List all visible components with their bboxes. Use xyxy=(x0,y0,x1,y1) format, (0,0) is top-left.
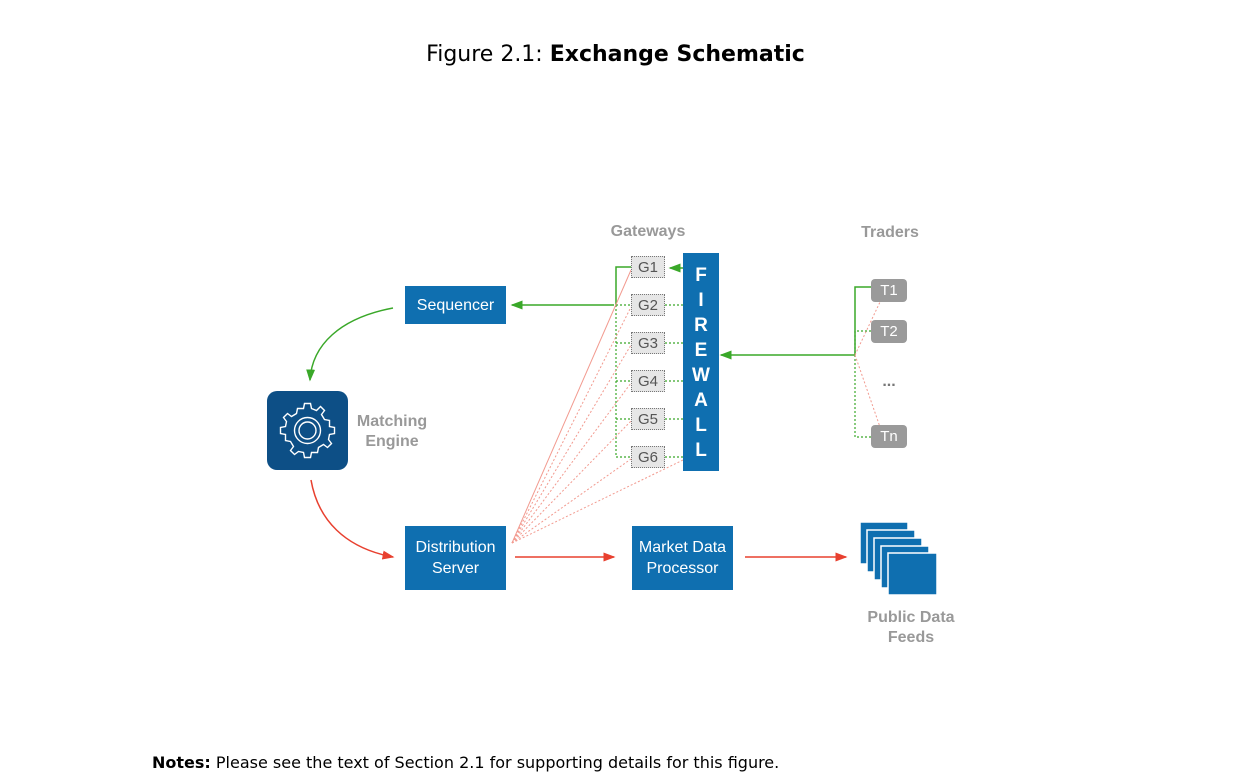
figure-title-prefix: Figure 2.1: xyxy=(426,42,543,67)
firewall-letter: R xyxy=(694,315,708,336)
firewall: F I R E W A L L xyxy=(683,253,719,471)
gateway-g1: G1 xyxy=(631,256,665,278)
gateway-g2: G2 xyxy=(631,294,665,316)
notes-text: Please see the text of Section 2.1 for s… xyxy=(215,753,780,772)
firewall-letter: A xyxy=(694,390,708,411)
firewall-letter: E xyxy=(694,340,708,361)
matching-engine-box xyxy=(267,391,348,470)
market-line2: Processor xyxy=(646,560,719,577)
gateway-bus-ticks xyxy=(616,304,683,458)
distribution-server-box: Distribution Server xyxy=(405,526,506,590)
market-line1: Market Data xyxy=(638,539,727,556)
firewall-letter: I xyxy=(698,290,704,311)
gateways-label: Gateways xyxy=(610,223,686,240)
distribution-line2: Server xyxy=(431,560,480,577)
trader-bus-solid xyxy=(854,286,871,355)
traders-label: Traders xyxy=(861,224,919,241)
market-data-processor-box: Market Data Processor xyxy=(632,526,733,590)
matching-engine-line1: Matching xyxy=(356,413,428,430)
arrow-engine-to-distribution xyxy=(310,479,395,560)
stacked-documents-icon xyxy=(859,521,938,596)
trader-t2: T2 xyxy=(871,320,907,343)
matching-engine-line2: Engine xyxy=(365,433,419,450)
trader-tn: Tn xyxy=(871,425,907,448)
gateway-g4: G4 xyxy=(631,370,665,392)
public-feeds-line1: Public Data xyxy=(867,609,955,626)
public-feeds-label: Public Data Feeds xyxy=(856,608,966,648)
gear-icon xyxy=(279,402,336,459)
gateway-g5: G5 xyxy=(631,408,665,430)
firewall-letter: F xyxy=(695,265,707,286)
trader-ellipsis: ... xyxy=(882,373,896,390)
gateway-bus-solid xyxy=(615,266,631,305)
trader-bus-dotted xyxy=(854,330,871,438)
sequencer-box: Sequencer xyxy=(405,286,506,324)
gateway-g3: G3 xyxy=(631,332,665,354)
notes-label: Notes: xyxy=(152,753,211,772)
matching-engine-label: Matching Engine xyxy=(352,412,432,452)
figure-notes: Notes: Please see the text of Section 2.… xyxy=(152,753,779,772)
figure-title-bold: Exchange Schematic xyxy=(549,42,805,67)
distribution-to-gateway-lines xyxy=(511,269,684,544)
public-feeds-line2: Feeds xyxy=(887,629,935,646)
firewall-letter: L xyxy=(695,440,707,461)
distribution-line1: Distribution xyxy=(415,539,496,556)
gateway-g6: G6 xyxy=(631,446,665,468)
sequencer-label: Sequencer xyxy=(416,296,495,314)
trader-t1: T1 xyxy=(871,279,907,302)
firewall-letter: W xyxy=(692,365,710,386)
figure-title: Figure 2.1: Exchange Schematic xyxy=(0,42,1231,67)
firewall-letter: L xyxy=(695,415,707,436)
arrow-sequencer-to-engine xyxy=(306,307,394,382)
